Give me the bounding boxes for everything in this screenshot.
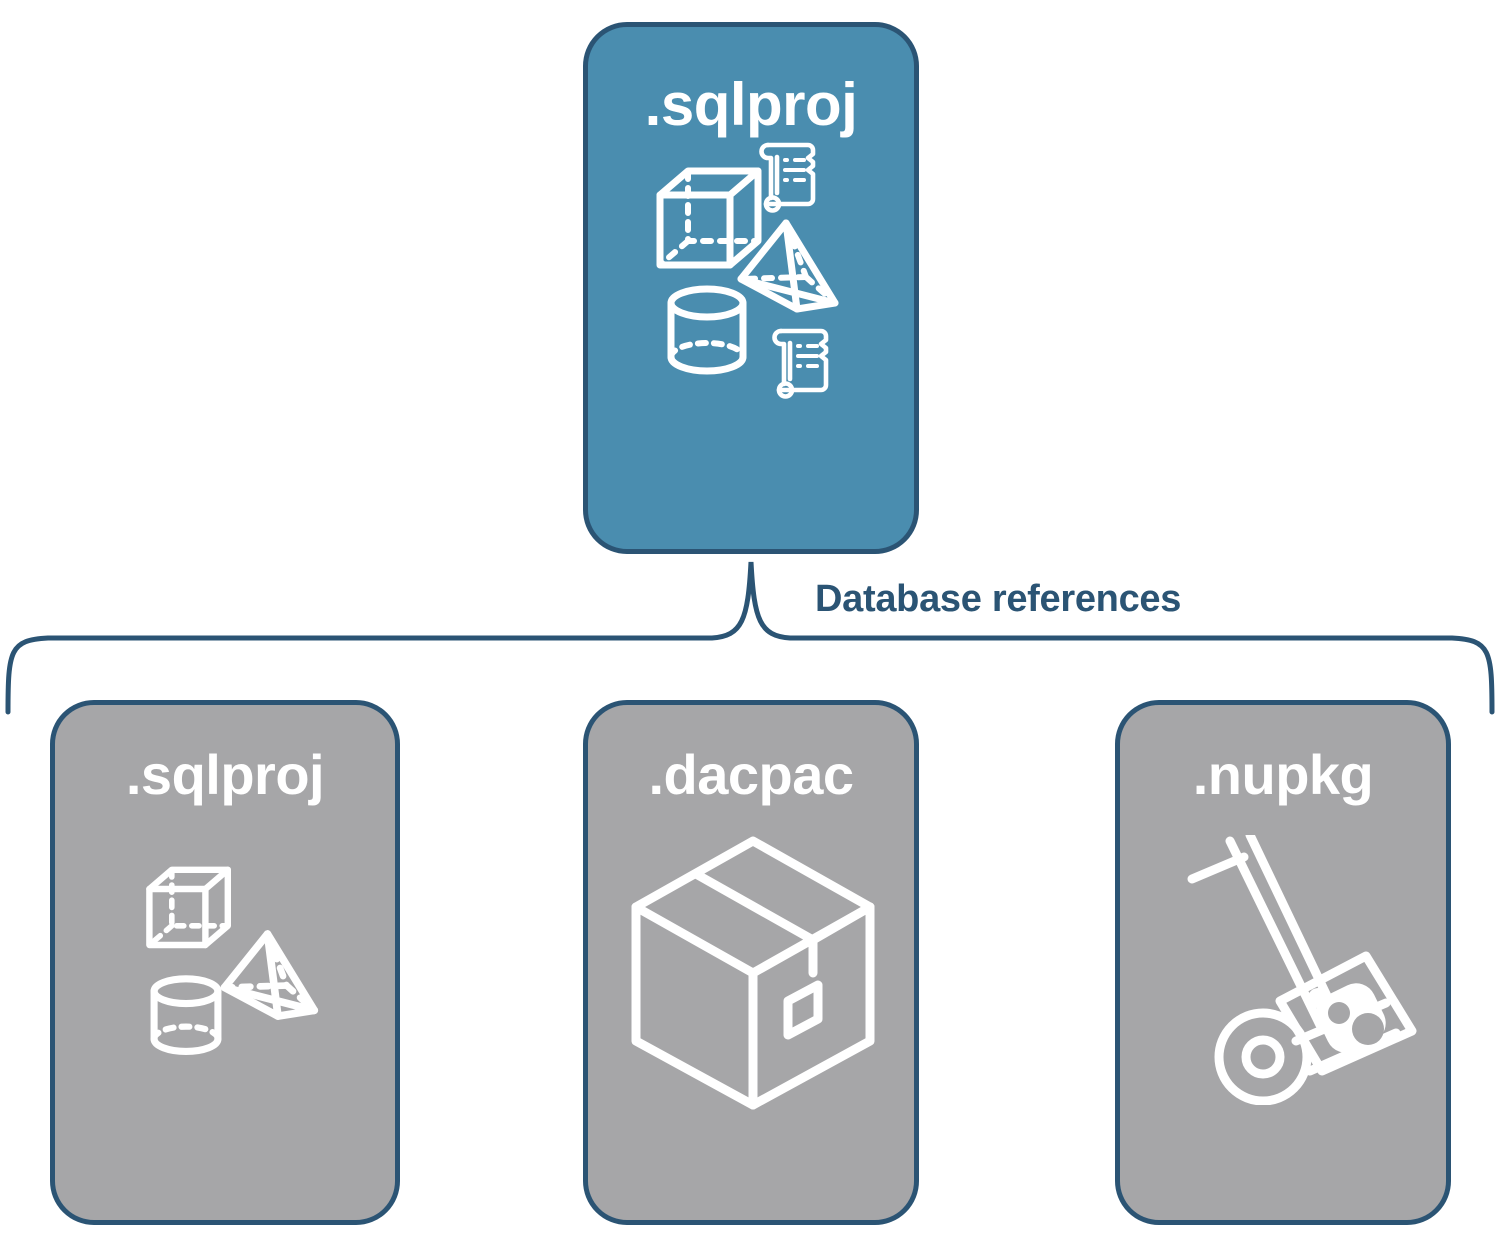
sqlproj-icon-group — [55, 803, 395, 1220]
cylinder-icon — [667, 285, 747, 375]
pyramid-icon — [737, 219, 839, 313]
dacpac-icon-group — [588, 803, 914, 1220]
node-title: .sqlproj — [644, 71, 858, 138]
cube-icon — [656, 167, 762, 269]
hand-truck-package-icon — [1187, 835, 1417, 1105]
node-title: .dacpac — [648, 743, 854, 806]
cylinder-icon — [150, 975, 222, 1055]
cube-icon — [146, 866, 231, 949]
shipping-box-icon — [631, 836, 875, 1110]
connector-label: Database references — [815, 578, 1182, 620]
scroll-icon — [772, 328, 829, 399]
root-icon-group — [588, 135, 914, 549]
scroll-icon — [759, 142, 816, 213]
node-title: .nupkg — [1192, 743, 1374, 806]
database-references-bracket — [5, 561, 1495, 715]
node-nupkg-reference[interactable]: .nupkg — [1115, 700, 1451, 1225]
node-sqlproj-reference[interactable]: .sqlproj — [50, 700, 400, 1225]
pyramid-icon — [220, 930, 319, 1020]
node-title: .sqlproj — [125, 743, 325, 806]
nupkg-icon-group — [1120, 803, 1446, 1220]
node-dacpac-reference[interactable]: .dacpac — [583, 700, 919, 1225]
node-sqlproj-root[interactable]: .sqlproj — [583, 22, 919, 554]
